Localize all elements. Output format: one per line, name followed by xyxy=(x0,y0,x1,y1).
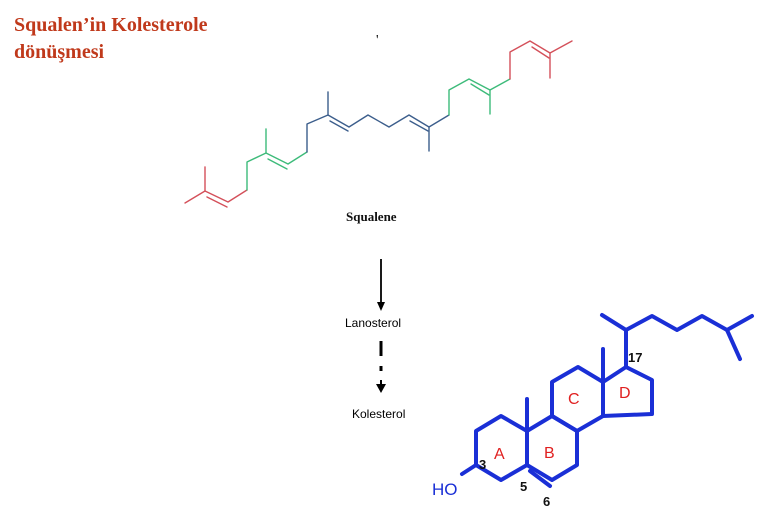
side-chain xyxy=(600,313,628,369)
squalene-left-end xyxy=(184,189,248,204)
squalene-right-mid-double xyxy=(470,83,490,96)
arrow-to-lanosterol xyxy=(377,259,385,311)
oh-bond xyxy=(460,463,478,476)
ring-label-c: C xyxy=(568,391,580,408)
ring-label-a: A xyxy=(494,446,505,463)
squalene-left-mid xyxy=(246,151,308,191)
carbon-17-label: 17 xyxy=(628,350,642,365)
ring-label-b: B xyxy=(544,445,555,462)
carbon-5-label: 5 xyxy=(520,479,527,494)
page-title: Squalen’in Kolesterole dönüşmesi xyxy=(14,12,208,66)
squalene-structure xyxy=(184,40,573,208)
lanosterol-label: Lanosterol xyxy=(345,316,402,330)
ring-label-d: D xyxy=(619,385,631,402)
title-line-2: dönüşmesi xyxy=(14,41,105,63)
stray-mark: ' xyxy=(376,33,379,48)
squalene-left-mid-double xyxy=(267,158,288,170)
carbon-6-label: 6 xyxy=(543,494,550,509)
squalene-label: Squalene xyxy=(346,209,397,224)
cholesterol-structure xyxy=(460,313,754,488)
title-line-1: Squalen’in Kolesterole xyxy=(14,14,208,36)
carbon-3-label: 3 xyxy=(479,457,486,472)
squalene-center-double-2 xyxy=(409,120,429,132)
side-chain-branch xyxy=(725,328,742,361)
ring-d xyxy=(601,365,654,418)
side-chain-2 xyxy=(624,314,754,332)
squalene-right-double xyxy=(531,46,550,59)
squalene-right-end xyxy=(509,40,573,80)
kolesterol-label: Kolesterol xyxy=(352,407,406,421)
hydroxyl-label: HO xyxy=(432,480,458,499)
squalene-left-double xyxy=(206,196,228,208)
squalene-center-double-1 xyxy=(329,120,349,132)
squalene-right-mid xyxy=(448,78,511,116)
squalene-center xyxy=(306,114,450,153)
dashed-arrow-to-kolesterol xyxy=(376,341,386,393)
double-bond-5-6 xyxy=(528,469,552,488)
